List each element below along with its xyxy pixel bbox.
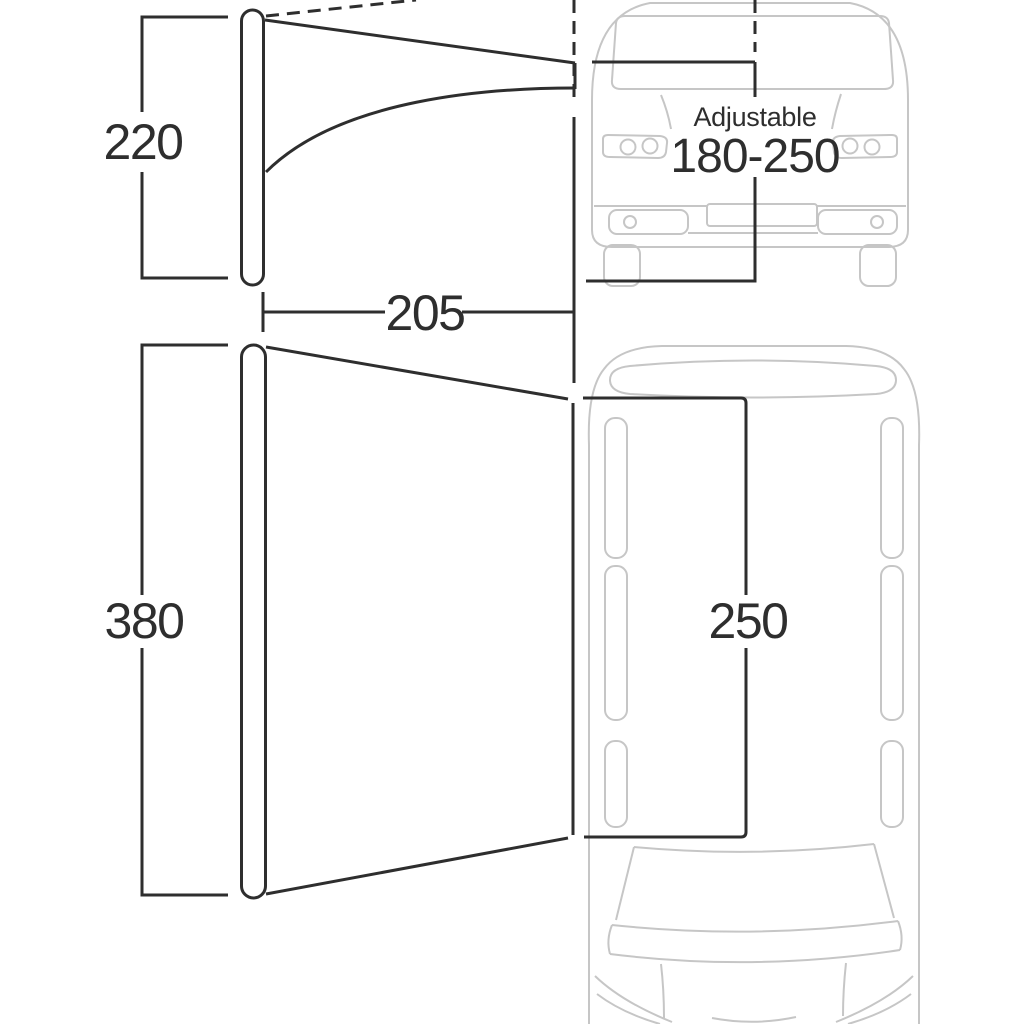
van-top-grille-arc xyxy=(711,1016,797,1023)
van-top-roof-bar xyxy=(608,359,898,399)
van-front-foglight-right xyxy=(870,215,884,229)
label-range-180-250: 180-250 xyxy=(670,130,839,183)
van-front-foglight-left xyxy=(623,215,637,229)
headlight-right-bulb-1 xyxy=(841,137,859,155)
van-front-wheel-left xyxy=(603,244,641,287)
label-depth-205: 205 xyxy=(386,285,465,341)
van-top-bumper-right-inner xyxy=(847,993,912,1024)
van-top-hood-line-left xyxy=(660,963,665,1019)
awning-top-upper-edge xyxy=(265,345,569,401)
van-top-cowl-end-left xyxy=(607,924,613,955)
awning-top-pole xyxy=(240,343,267,900)
van-front-bumper-right xyxy=(817,209,898,235)
van-top-windshield-left-edge xyxy=(615,846,635,921)
van-front-hood-line-right xyxy=(831,93,842,130)
van-top-windshield-top-edge xyxy=(633,843,875,853)
van-front-hood-line-left xyxy=(660,94,672,130)
van-top-view xyxy=(587,345,921,1024)
rail-height-upper-line xyxy=(592,60,757,97)
dimension-bracket-380 xyxy=(140,343,228,897)
van-top-windshield-right-edge xyxy=(873,843,895,919)
van-top-body xyxy=(587,345,921,1024)
van-front-headlight-right xyxy=(831,133,898,160)
label-length-250: 250 xyxy=(709,593,788,649)
van-front-license-plate xyxy=(706,203,818,227)
awning-top-lower-edge xyxy=(265,836,569,896)
awning-side-view xyxy=(240,0,577,287)
van-front-wheel-right xyxy=(859,244,897,287)
van-top-rail-right-1 xyxy=(880,417,904,559)
van-top-bumper-right-outer xyxy=(835,975,914,1023)
van-front-windshield xyxy=(610,15,895,90)
van-top-cowl-lower xyxy=(609,949,901,964)
dimension-205 xyxy=(261,292,573,332)
label-width-380: 380 xyxy=(105,593,184,649)
van-front-bumper-left xyxy=(608,209,689,235)
dimension-250-line xyxy=(583,396,748,839)
awning-side-pole xyxy=(240,8,265,287)
dimension-adjustable-height xyxy=(586,0,757,283)
labels-group: 220 205 380 250 Adjustable 180-250 xyxy=(104,102,841,649)
van-top-rail-right-2 xyxy=(880,565,904,721)
awning-top-view xyxy=(240,343,575,900)
headlight-left-bulb-2 xyxy=(641,137,659,155)
van-front-headlight-left xyxy=(602,133,669,160)
van-top-cowl-end-right xyxy=(897,920,903,951)
van-outlines-group xyxy=(587,1,921,1024)
van-front-view xyxy=(591,1,909,287)
van-top-bumper-left-outer xyxy=(594,975,673,1023)
van-top-cowl-upper xyxy=(611,920,899,933)
dimension-bracket-220 xyxy=(140,15,228,280)
van-top-rail-left-3 xyxy=(604,740,628,828)
awning-side-adjustable-dashed-line xyxy=(265,0,417,18)
label-adjustable: Adjustable xyxy=(693,102,816,132)
label-height-220: 220 xyxy=(104,114,183,170)
van-top-bumper-left-inner xyxy=(596,993,661,1024)
van-top-rail-right-3 xyxy=(880,740,904,828)
awning-side-fabric-curve xyxy=(264,86,576,174)
awning-lines-group xyxy=(140,0,757,900)
awning-side-top-edge xyxy=(264,18,576,65)
rail-height-lower-line xyxy=(586,177,757,283)
van-top-rail-left-2 xyxy=(604,565,628,721)
headlight-right-bulb-2 xyxy=(863,138,881,156)
headlight-left-bulb-1 xyxy=(619,138,637,156)
van-front-body xyxy=(591,1,909,248)
van-top-rail-left-1 xyxy=(604,417,628,559)
van-top-hood-line-right xyxy=(842,962,847,1017)
